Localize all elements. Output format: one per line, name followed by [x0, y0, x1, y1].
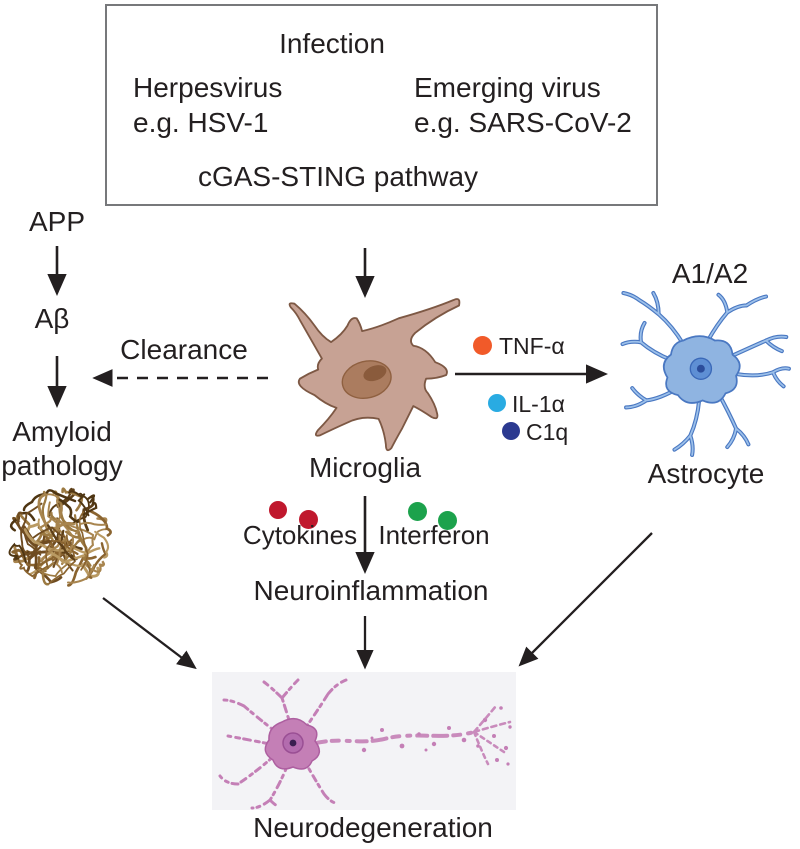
- a1a2-label: A1/A2: [671, 258, 749, 289]
- amyloid-fibril: [41, 561, 55, 586]
- emerging-line1: Emerging virus: [414, 72, 601, 103]
- il1-dot: [488, 394, 506, 412]
- amyloid-fibril: [94, 530, 110, 559]
- il1-label: IL-1α: [512, 391, 565, 417]
- amyloid-fibril: [45, 540, 72, 570]
- neuroinflammation-label: Neuroinflammation: [253, 575, 489, 606]
- neuron-nucleolus: [289, 739, 297, 747]
- abeta-label: Aβ: [34, 303, 70, 334]
- neuron-panel: [212, 672, 516, 810]
- amyloid-fibril: [47, 534, 76, 586]
- infection-label: Infection: [279, 28, 385, 59]
- emerging-virus-label: Emerging virus e.g. SARS-CoV-2: [414, 70, 632, 140]
- cytokines-label: Cytokines: [242, 520, 358, 550]
- tnf-label: TNF-α: [499, 333, 565, 359]
- interferon-label: Interferon: [378, 520, 490, 550]
- microglia-label: Microglia: [308, 452, 422, 483]
- app-label: APP: [28, 206, 86, 237]
- c1q-label: C1q: [526, 419, 569, 445]
- interferon-dot-1: [408, 502, 427, 521]
- clearance-label: Clearance: [120, 334, 248, 365]
- astrocyte-nucleolus: [696, 364, 705, 373]
- amyloid-fibril: [34, 532, 54, 544]
- amyloid-fibril: [40, 534, 62, 563]
- microglia-cell-icon: [288, 298, 461, 452]
- microglia-nucleolus: [363, 365, 387, 382]
- degenerating-neuron-icon: [218, 678, 512, 810]
- amyloid-fibril: [78, 511, 89, 571]
- astrocyte-cell-icon: [620, 291, 791, 457]
- amyloid-fibril: [75, 527, 95, 557]
- herpesvirus-line2: e.g. HSV-1: [133, 107, 269, 138]
- amyloid-fibril: [89, 510, 112, 537]
- amyloid-fibril: [32, 526, 66, 539]
- amyloid-plaque-icon: [8, 487, 112, 587]
- amyloid-fibril: [58, 498, 80, 523]
- amyloid-fibril: [47, 501, 62, 536]
- tnf-dot: [473, 336, 492, 355]
- emerging-line2: e.g. SARS-CoV-2: [414, 107, 632, 138]
- amyloid-fibril: [46, 524, 76, 561]
- arrow-amyloid-to-neuron: [102, 597, 197, 670]
- amyloid-fibril: [68, 490, 90, 517]
- amyloid-line2: pathology: [1, 450, 123, 481]
- interferon-dot-2: [438, 511, 457, 530]
- amyloid-fibril: [33, 548, 63, 584]
- amyloid-fibril: [74, 521, 107, 535]
- amyloid-line1: Amyloid: [12, 416, 112, 447]
- herpesvirus-line1: Herpesvirus: [133, 72, 283, 103]
- c1q-dot: [502, 422, 520, 440]
- amyloid-fibril: [66, 563, 96, 584]
- amyloid-fibril: [8, 542, 27, 564]
- neuron-axon: [310, 730, 476, 746]
- amyloid-fibril: [82, 494, 98, 516]
- infection-box: [105, 4, 658, 206]
- amyloid-fibril: [43, 491, 60, 508]
- amyloid-pathology-label: Amyloid pathology: [1, 415, 122, 483]
- amyloid-fibril: [37, 493, 76, 530]
- amyloid-fibril: [27, 540, 53, 561]
- herpesvirus-label: Herpesvirus e.g. HSV-1: [133, 70, 282, 140]
- astrocyte-label: Astrocyte: [647, 458, 765, 489]
- cytokine-dot-1: [269, 501, 287, 519]
- amyloid-fibril: [23, 528, 85, 564]
- amyloid-fibril: [36, 537, 68, 577]
- amyloid-fibril: [57, 503, 75, 552]
- amyloid-fibril: [37, 518, 52, 534]
- cytokine-dot-2: [299, 510, 318, 529]
- amyloid-fibril: [55, 536, 67, 574]
- cgas-sting-label: cGAS-STING pathway: [197, 161, 479, 192]
- amyloid-fibril: [17, 557, 49, 578]
- arrow-astrocyte-to-neuron: [518, 532, 653, 667]
- neurodegeneration-label: Neurodegeneration: [253, 812, 493, 843]
